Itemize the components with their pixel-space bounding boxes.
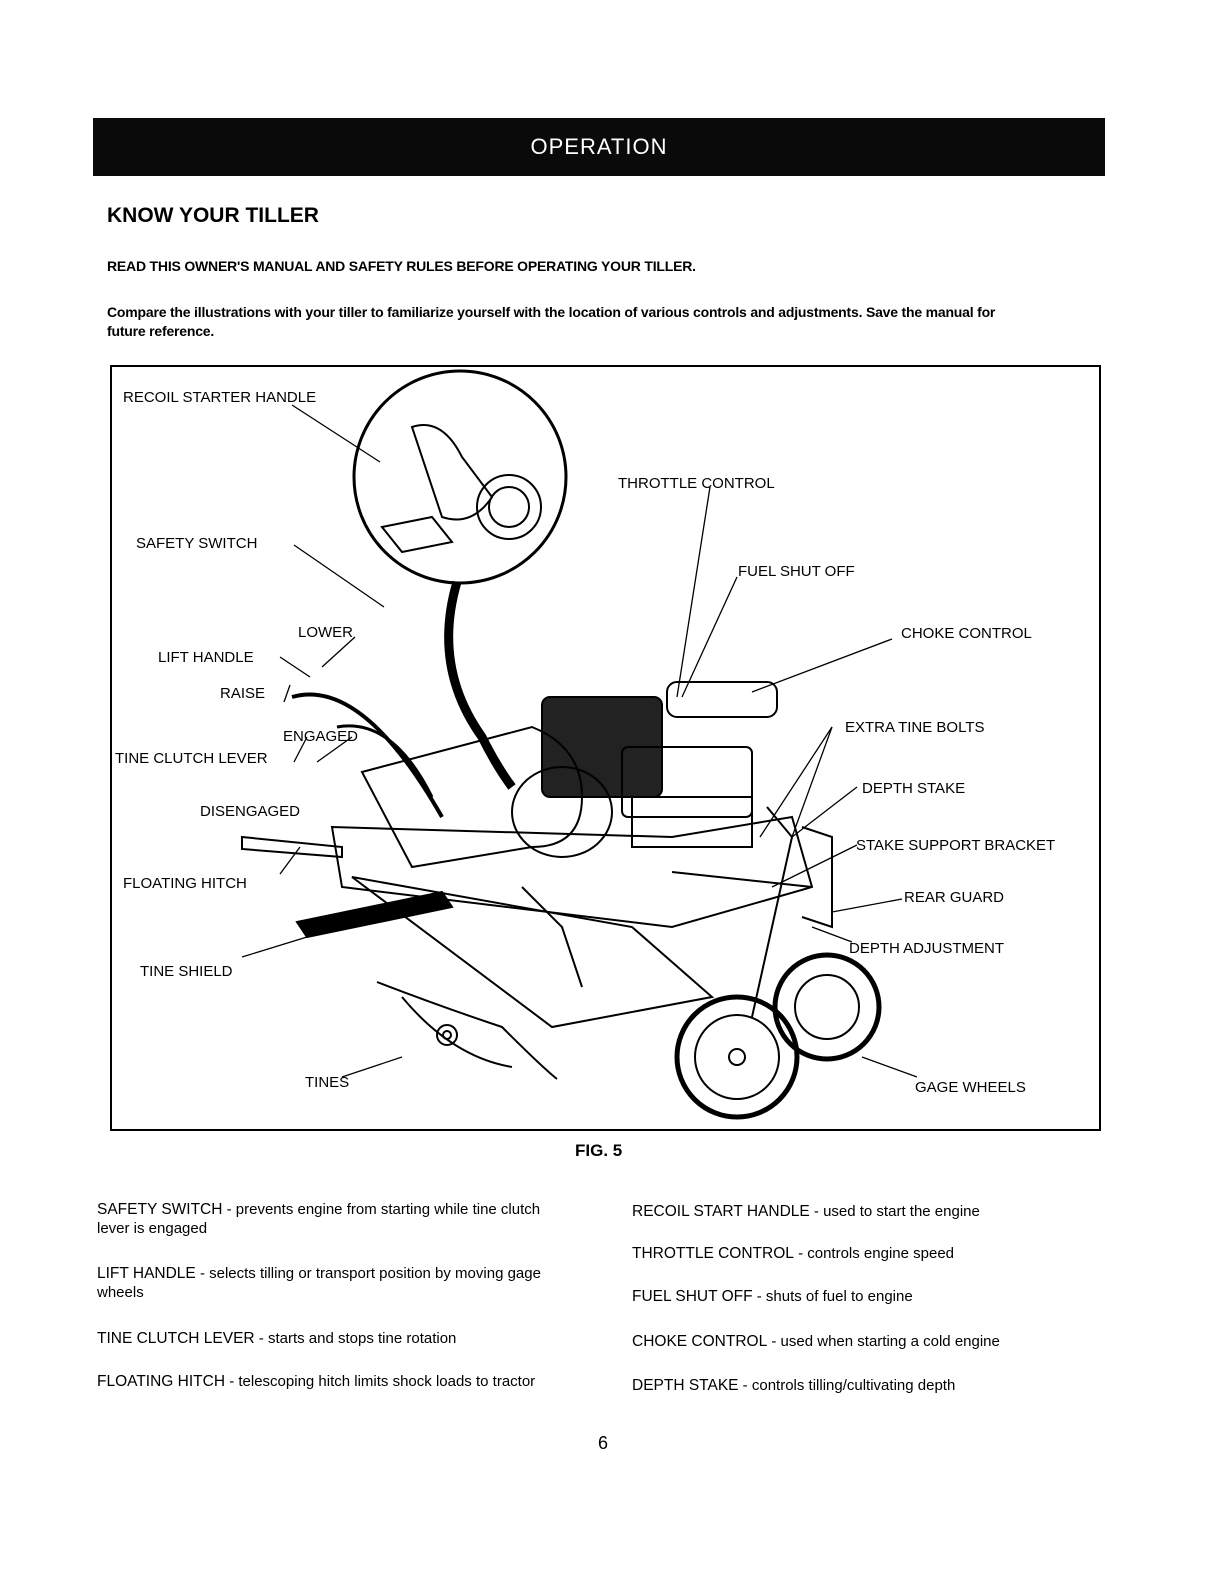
section-banner: OPERATION bbox=[93, 118, 1105, 176]
desc-depth-stake: DEPTH STAKE - controls tilling/cultivati… bbox=[632, 1376, 1132, 1395]
label-lift-handle: LIFT HANDLE bbox=[158, 649, 254, 666]
tiller-illustration bbox=[241, 369, 918, 1120]
desc-name: SAFETY SWITCH bbox=[97, 1201, 223, 1218]
desc-text: - selects tilling or transport position … bbox=[97, 1265, 541, 1301]
desc-name: TINE CLUTCH LEVER bbox=[97, 1330, 255, 1347]
label-fuel-shut-off: FUEL SHUT OFF bbox=[738, 563, 855, 580]
desc-name: LIFT HANDLE bbox=[97, 1265, 196, 1282]
label-engaged: ENGAGED bbox=[283, 728, 359, 745]
section-title: OPERATION bbox=[530, 134, 668, 159]
desc-tine-clutch-lever: TINE CLUTCH LEVER - starts and stops tin… bbox=[97, 1329, 577, 1348]
label-recoil-starter-handle: RECOIL STARTER HANDLE bbox=[123, 389, 317, 406]
label-stake-support-bracket: STAKE SUPPORT BRACKET bbox=[856, 837, 1056, 854]
desc-fuel-shut-off: FUEL SHUT OFF - shuts of fuel to engine bbox=[632, 1287, 1132, 1306]
desc-recoil-start-handle: RECOIL START HANDLE - used to start the … bbox=[632, 1202, 1132, 1221]
desc-text: - used when starting a cold engine bbox=[767, 1333, 1000, 1350]
desc-floating-hitch: FLOATING HITCH - telescoping hitch limit… bbox=[97, 1372, 577, 1391]
desc-text: - used to start the engine bbox=[809, 1203, 980, 1220]
tiller-figure: RECOIL STARTER HANDLE SAFETY SWITCH LOWE… bbox=[110, 365, 1101, 1131]
label-extra-tine-bolts: EXTRA TINE BOLTS bbox=[845, 719, 985, 736]
page-heading: KNOW YOUR TILLER bbox=[107, 204, 319, 227]
label-depth-adjustment: DEPTH ADJUSTMENT bbox=[849, 940, 1005, 957]
label-lower: LOWER bbox=[298, 624, 354, 641]
label-tines: TINES bbox=[305, 1074, 350, 1091]
label-rear-guard: REAR GUARD bbox=[904, 889, 1005, 906]
label-floating-hitch: FLOATING HITCH bbox=[123, 875, 247, 892]
label-tine-shield: TINE SHIELD bbox=[140, 963, 233, 980]
desc-name: DEPTH STAKE bbox=[632, 1377, 739, 1394]
desc-safety-switch: SAFETY SWITCH - prevents engine from sta… bbox=[97, 1200, 567, 1238]
label-gage-wheels: GAGE WHEELS bbox=[915, 1079, 1026, 1096]
page-number: 6 bbox=[598, 1433, 609, 1453]
desc-choke-control: CHOKE CONTROL - used when starting a col… bbox=[632, 1332, 1132, 1351]
label-tine-clutch-lever: TINE CLUTCH LEVER bbox=[115, 750, 268, 767]
desc-lift-handle: LIFT HANDLE - selects tilling or transpo… bbox=[97, 1264, 557, 1302]
label-raise: RAISE bbox=[220, 685, 266, 702]
safety-instruction: READ THIS OWNER'S MANUAL AND SAFETY RULE… bbox=[107, 258, 696, 274]
label-depth-stake: DEPTH STAKE bbox=[862, 780, 966, 797]
desc-text: - controls engine speed bbox=[793, 1245, 955, 1262]
desc-name: RECOIL START HANDLE bbox=[632, 1203, 810, 1220]
label-safety-switch: SAFETY SWITCH bbox=[136, 535, 258, 552]
intro-paragraph: Compare the illustrations with your till… bbox=[107, 304, 996, 339]
figure-caption: FIG. 5 bbox=[575, 1141, 623, 1160]
desc-text: - prevents engine from starting while ti… bbox=[97, 1201, 541, 1237]
desc-text: - telescoping hitch limits shock loads t… bbox=[225, 1373, 536, 1390]
label-disengaged: DISENGAGED bbox=[200, 803, 301, 820]
label-throttle-control: THROTTLE CONTROL bbox=[618, 475, 775, 492]
desc-name: THROTTLE CONTROL bbox=[632, 1245, 794, 1262]
desc-text: - starts and stops tine rotation bbox=[254, 1330, 457, 1347]
desc-name: CHOKE CONTROL bbox=[632, 1333, 768, 1350]
desc-text: - controls tilling/cultivating depth bbox=[738, 1377, 956, 1394]
desc-name: FUEL SHUT OFF bbox=[632, 1288, 753, 1305]
desc-throttle-control: THROTTLE CONTROL - controls engine speed bbox=[632, 1244, 1132, 1263]
label-choke-control: CHOKE CONTROL bbox=[901, 625, 1032, 642]
desc-text: - shuts of fuel to engine bbox=[752, 1288, 913, 1305]
desc-name: FLOATING HITCH bbox=[97, 1373, 226, 1390]
